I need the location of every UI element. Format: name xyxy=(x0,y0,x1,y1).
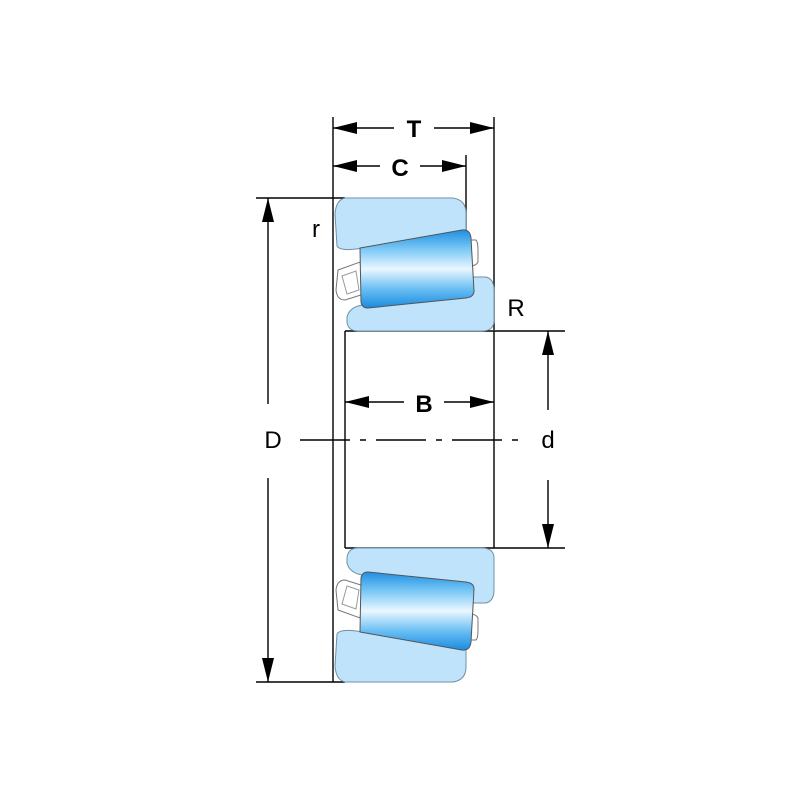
lower-cage-inner xyxy=(341,585,360,610)
upper-cage-inner xyxy=(341,270,360,295)
dimension-B: B xyxy=(345,391,494,418)
arrow-B-left xyxy=(345,396,369,408)
dim-label-d: d xyxy=(541,427,554,454)
arrow-T-left xyxy=(333,122,357,134)
arrow-d-bottom xyxy=(542,524,554,548)
arrow-C-left xyxy=(333,160,357,172)
radius-label-R: R xyxy=(507,295,524,322)
dimension-d: d xyxy=(541,331,555,548)
arrow-D-bottom xyxy=(262,658,274,682)
upper-section xyxy=(334,197,495,332)
lower-section xyxy=(334,547,495,683)
radius-label-r: r xyxy=(312,216,320,243)
dim-label-C: C xyxy=(391,155,408,182)
dim-label-T: T xyxy=(407,116,422,143)
upper-roller xyxy=(359,229,475,309)
arrow-d-top xyxy=(542,331,554,355)
arrow-B-right xyxy=(470,396,494,408)
upper-cage xyxy=(335,261,365,301)
dim-label-D: D xyxy=(264,427,281,454)
arrow-D-top xyxy=(262,198,274,222)
dimension-C: C xyxy=(333,155,466,182)
lower-roller xyxy=(359,571,475,651)
dimension-D: D xyxy=(262,198,282,682)
lower-cage xyxy=(335,579,365,619)
dimension-T: T xyxy=(333,116,494,143)
arrow-C-right xyxy=(442,160,466,172)
arrow-T-right xyxy=(470,122,494,134)
dim-label-B: B xyxy=(415,391,432,418)
